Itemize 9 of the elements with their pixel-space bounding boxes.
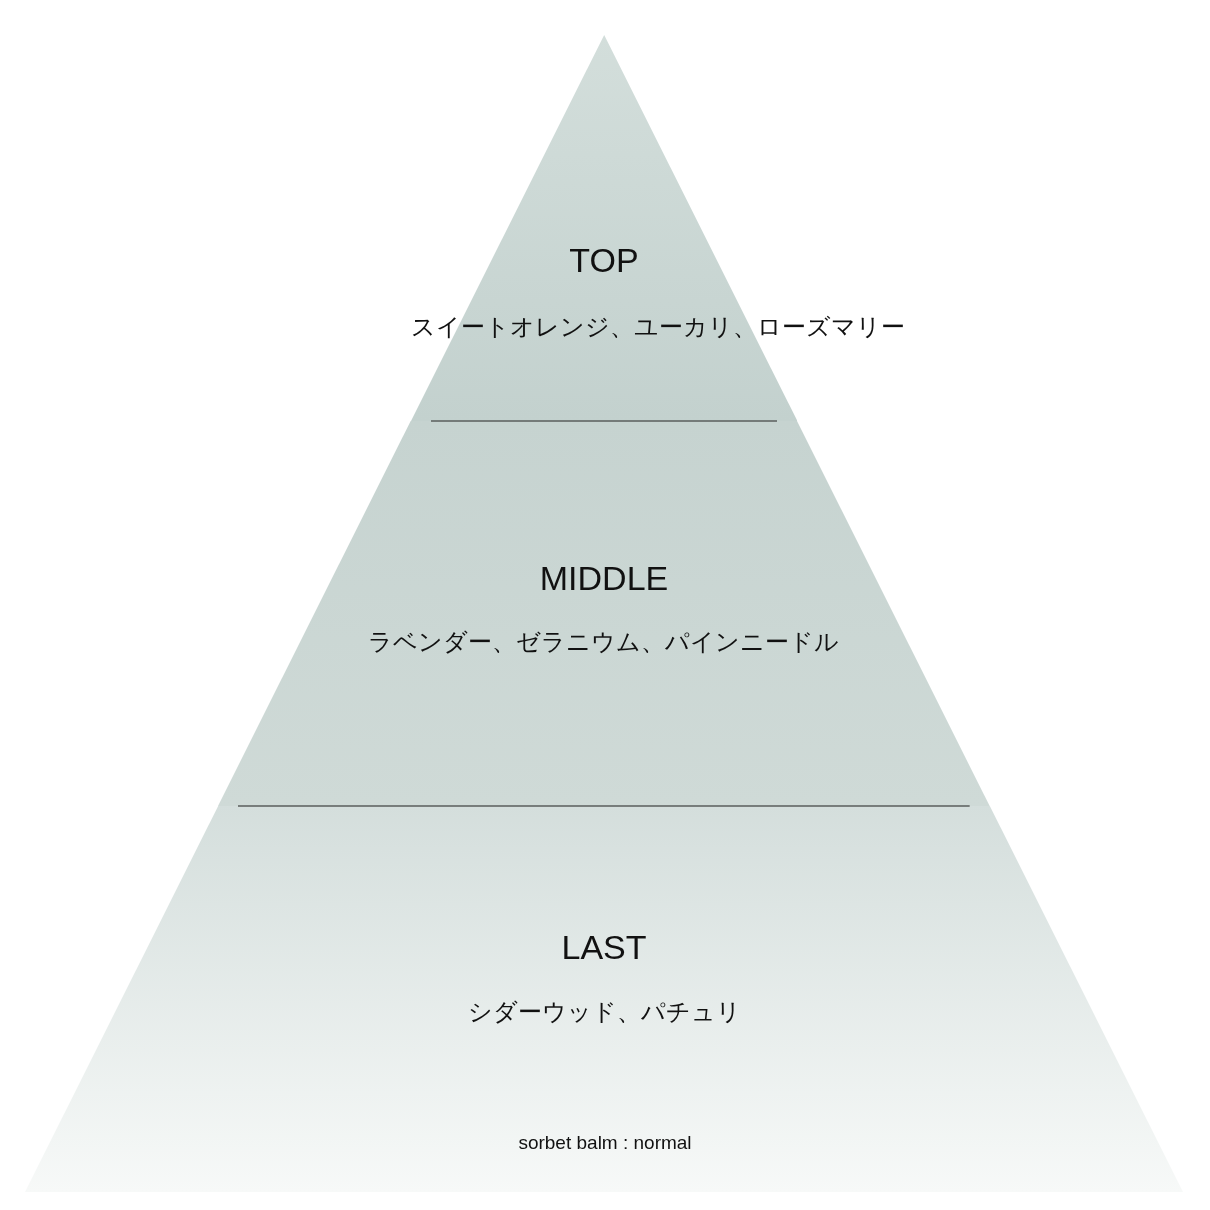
tier-heading: TOP bbox=[569, 241, 639, 280]
pyramid-tier bbox=[218, 421, 990, 806]
tier-notes: シダーウッド、パチュリ bbox=[467, 997, 741, 1028]
tier-notes: ラベンダー、ゼラニウム、パインニードル bbox=[368, 627, 840, 658]
tier-heading: MIDDLE bbox=[539, 559, 669, 598]
tier-heading: LAST bbox=[561, 928, 647, 967]
footnote-text: sorbet balm : normal bbox=[518, 1132, 692, 1154]
tier-notes: スイートオレンジ、ユーカリ、ローズマリー bbox=[410, 312, 905, 343]
pyramid-tier bbox=[25, 806, 1183, 1192]
